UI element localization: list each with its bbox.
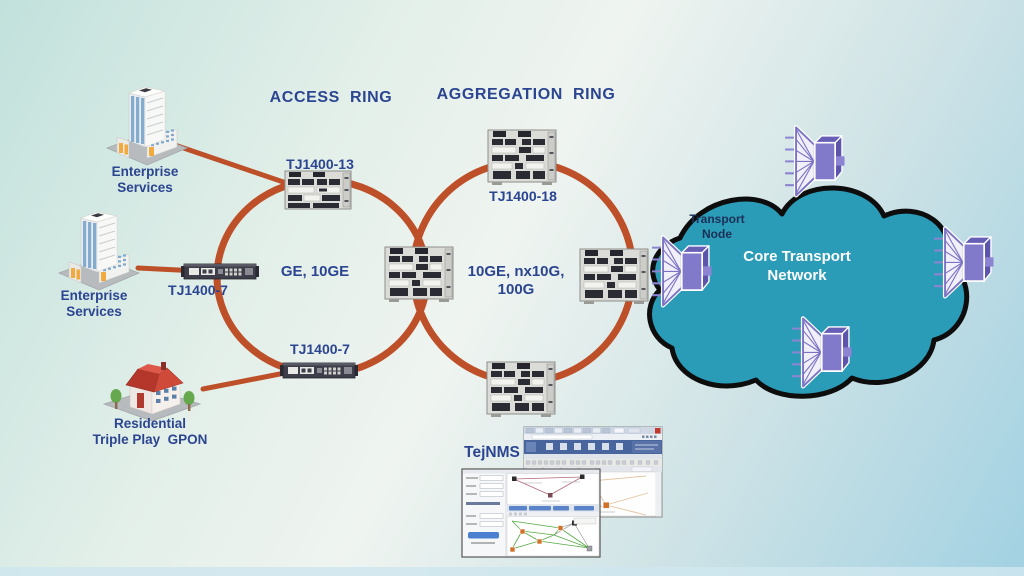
device-tj1400-13-icon — [284, 170, 352, 210]
device-core-access-icon — [384, 246, 454, 302]
topology-node-icon — [602, 501, 610, 509]
close-icon — [655, 428, 661, 434]
enterprise-1-line2: Services — [117, 179, 173, 195]
residential-house-icon — [103, 361, 201, 422]
device-label-tj1400-18: TJ1400-18 — [489, 188, 557, 204]
device-label-tj1400-7-bottom: TJ1400-7 — [290, 341, 350, 357]
aggregation-speed-label: 10GE, nx10G,100G — [468, 263, 565, 298]
core-network-line2: Network — [767, 266, 827, 284]
bottom-edge-strip — [0, 567, 1024, 576]
residential-line2: Triple Play GPON — [92, 431, 208, 447]
tejnms-label: TejNMS — [464, 444, 520, 461]
nms-button — [468, 532, 499, 539]
transport-node-line1: Transport — [689, 212, 745, 226]
enterprise-2-line2: Services — [66, 303, 122, 319]
enterprise-1-line1: Enterprise — [111, 164, 179, 179]
transport-node-top-icon — [786, 127, 845, 195]
device-tj1400-7-left-icon — [181, 263, 259, 280]
device-aggregation-bottom-icon — [486, 361, 556, 417]
residential-line1: Residential — [113, 416, 187, 431]
enterprise-building-2-icon — [58, 211, 140, 291]
enterprise-2-line1: Enterprise — [60, 288, 128, 303]
aggregation-speed-line1: 10GE, nx10G, — [467, 263, 565, 280]
device-tj1400-7-bottom-icon — [280, 362, 358, 379]
enterprise-building-1-icon — [106, 86, 188, 166]
access-speed-label: GE, 10GE — [280, 263, 350, 280]
core-transport-cloud — [647, 185, 970, 399]
device-label-tj1400-13: TJ1400-13 — [286, 156, 354, 172]
transport-node-line2: Node — [702, 227, 732, 241]
aggregation-ring-title: AGGREGATION RING — [436, 86, 616, 103]
device-aggregation-right-icon — [579, 248, 649, 304]
device-label-tj1400-7-left: TJ1400-7 — [168, 282, 228, 298]
device-tj1400-18-icon — [487, 129, 557, 185]
link-residential — [200, 368, 298, 392]
core-network-line1: Core Transport — [743, 248, 851, 265]
access-ring-title: ACCESS RING — [269, 89, 393, 106]
aggregation-speed-line2: 100G — [497, 280, 535, 298]
tejnms-window-front — [461, 468, 601, 558]
